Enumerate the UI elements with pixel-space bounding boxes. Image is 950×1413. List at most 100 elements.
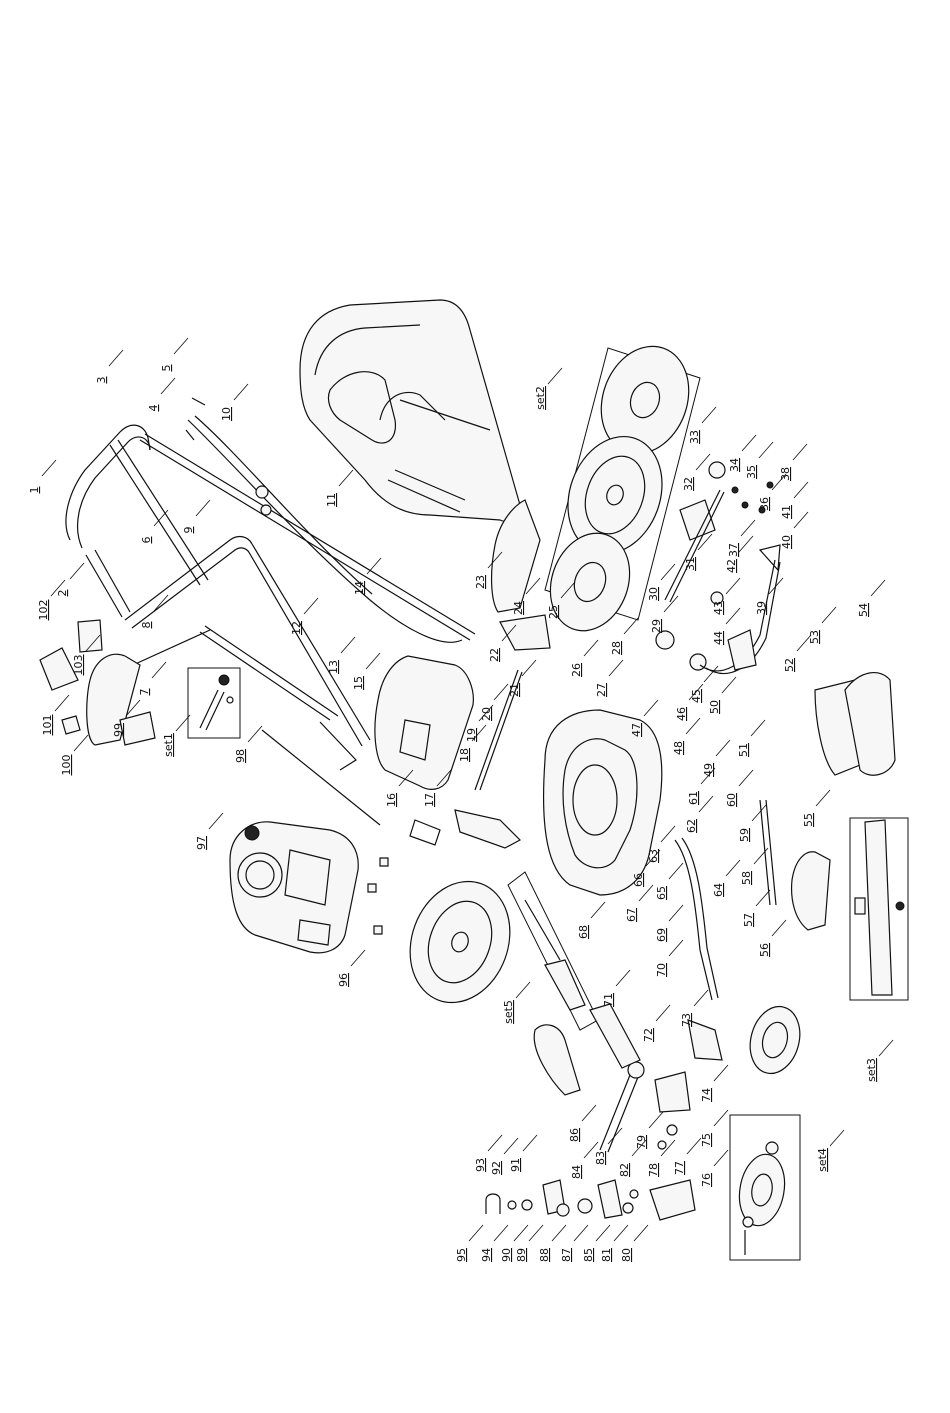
callout-leader-c56 xyxy=(771,919,787,937)
callout-c81: 81 xyxy=(600,1248,613,1262)
callout-leader-c24 xyxy=(525,577,541,595)
callout-c93: 93 xyxy=(474,1158,487,1172)
callout-leader-c17 xyxy=(436,769,452,787)
bracket-22 xyxy=(499,614,551,651)
flap-23 xyxy=(490,499,541,613)
callout-leader-c27 xyxy=(608,659,624,677)
callout-c8: 8 xyxy=(140,622,153,629)
callout-leader-c26 xyxy=(583,639,599,657)
callout-leader-c80 xyxy=(633,1224,649,1242)
set-label-leader-set3 xyxy=(878,1039,894,1057)
callout-c75: 75 xyxy=(700,1133,713,1147)
callout-leader-c54 xyxy=(870,579,886,597)
callout-c11: 11 xyxy=(325,493,338,507)
rear-axle xyxy=(589,1003,723,1153)
callout-leader-c14 xyxy=(366,557,382,575)
callout-leader-c101 xyxy=(54,694,70,712)
callout-c57: 57 xyxy=(742,913,755,927)
callout-leader-c20 xyxy=(493,683,509,701)
callout-c37: 37 xyxy=(727,543,740,557)
callout-c92: 92 xyxy=(490,1161,503,1175)
callout-leader-c53 xyxy=(821,606,837,624)
callout-c64: 64 xyxy=(712,883,725,897)
callout-leader-c96 xyxy=(350,949,366,967)
set5-parts xyxy=(524,899,586,1011)
callout-c63: 63 xyxy=(647,849,660,863)
lever-39 xyxy=(699,559,781,674)
callout-c45: 45 xyxy=(690,689,703,703)
callout-c24: 24 xyxy=(512,601,525,615)
rear-wheel xyxy=(409,880,511,1004)
callout-c70: 70 xyxy=(655,963,668,977)
set-label-set5: set5 xyxy=(502,1000,515,1024)
callout-c67: 67 xyxy=(625,908,638,922)
callout-c56: 56 xyxy=(758,943,771,957)
callout-leader-c32 xyxy=(695,453,711,471)
callout-c68: 68 xyxy=(577,925,590,939)
callout-leader-c39 xyxy=(768,577,784,595)
front-wheel-small xyxy=(749,1005,801,1075)
callout-c83: 83 xyxy=(594,1151,607,1165)
callout-c39: 39 xyxy=(755,601,768,615)
callout-c40: 40 xyxy=(780,535,793,549)
callout-c103: 103 xyxy=(72,655,85,676)
callout-leader-c97 xyxy=(208,812,224,830)
callout-c77: 77 xyxy=(673,1161,686,1175)
callout-leader-c74 xyxy=(713,1064,729,1082)
callout-leader-c58 xyxy=(753,847,769,865)
callout-c2: 2 xyxy=(56,590,69,597)
set4-wheel xyxy=(738,1141,786,1255)
set1-parts xyxy=(199,674,234,731)
callout-c20: 20 xyxy=(480,707,493,721)
flap-86 xyxy=(533,1024,581,1096)
engine-bolts xyxy=(367,857,389,935)
callout-leader-c78 xyxy=(660,1139,676,1157)
callout-c30: 30 xyxy=(647,587,660,601)
callout-c17: 17 xyxy=(423,793,436,807)
callout-leader-c35 xyxy=(758,441,774,459)
callout-c50: 50 xyxy=(708,700,721,714)
blade xyxy=(854,819,905,996)
callout-leader-c51 xyxy=(750,719,766,737)
callout-leader-c6 xyxy=(153,509,169,527)
callout-leader-c57 xyxy=(755,889,771,907)
callout-leader-c69 xyxy=(668,904,684,922)
callout-c13: 13 xyxy=(327,660,340,674)
callout-leader-c70 xyxy=(668,939,684,957)
callout-c71: 71 xyxy=(602,993,615,1007)
engine xyxy=(229,821,359,954)
callout-leader-c88 xyxy=(551,1224,567,1242)
callout-leader-c44 xyxy=(725,607,741,625)
control-module xyxy=(39,619,156,746)
upper-handle xyxy=(65,424,209,618)
callout-c41: 41 xyxy=(780,505,793,519)
callout-leader-c11 xyxy=(338,469,354,487)
rod-20 xyxy=(474,669,523,791)
callout-c61: 61 xyxy=(687,791,700,805)
callout-leader-c71 xyxy=(615,969,631,987)
callout-leader-c75 xyxy=(713,1109,729,1127)
callout-leader-c98 xyxy=(247,725,263,743)
callout-leader-c103 xyxy=(85,634,101,652)
callout-leader-c59 xyxy=(751,804,767,822)
callout-leader-c8 xyxy=(153,594,169,612)
set-label-set2: set2 xyxy=(534,386,547,410)
callout-c51: 51 xyxy=(737,743,750,757)
callout-leader-c60 xyxy=(738,769,754,787)
callout-leader-c22 xyxy=(501,624,517,642)
callout-leader-c19 xyxy=(478,704,494,722)
callout-c28: 28 xyxy=(610,641,623,655)
callout-leader-c18 xyxy=(471,724,487,742)
callout-leader-c64 xyxy=(725,859,741,877)
callout-leader-c41 xyxy=(793,481,809,499)
callout-leader-c33 xyxy=(701,406,717,424)
set3-box xyxy=(849,817,909,1001)
callout-c4: 4 xyxy=(147,405,160,412)
wheel-cover xyxy=(549,532,631,632)
callout-leader-c34 xyxy=(741,434,757,452)
callout-leader-c25 xyxy=(560,581,576,599)
lower-handle-frame xyxy=(99,535,371,771)
callout-leader-c23 xyxy=(487,551,503,569)
callout-leader-c31 xyxy=(697,533,713,551)
grass-catcher xyxy=(299,299,521,523)
